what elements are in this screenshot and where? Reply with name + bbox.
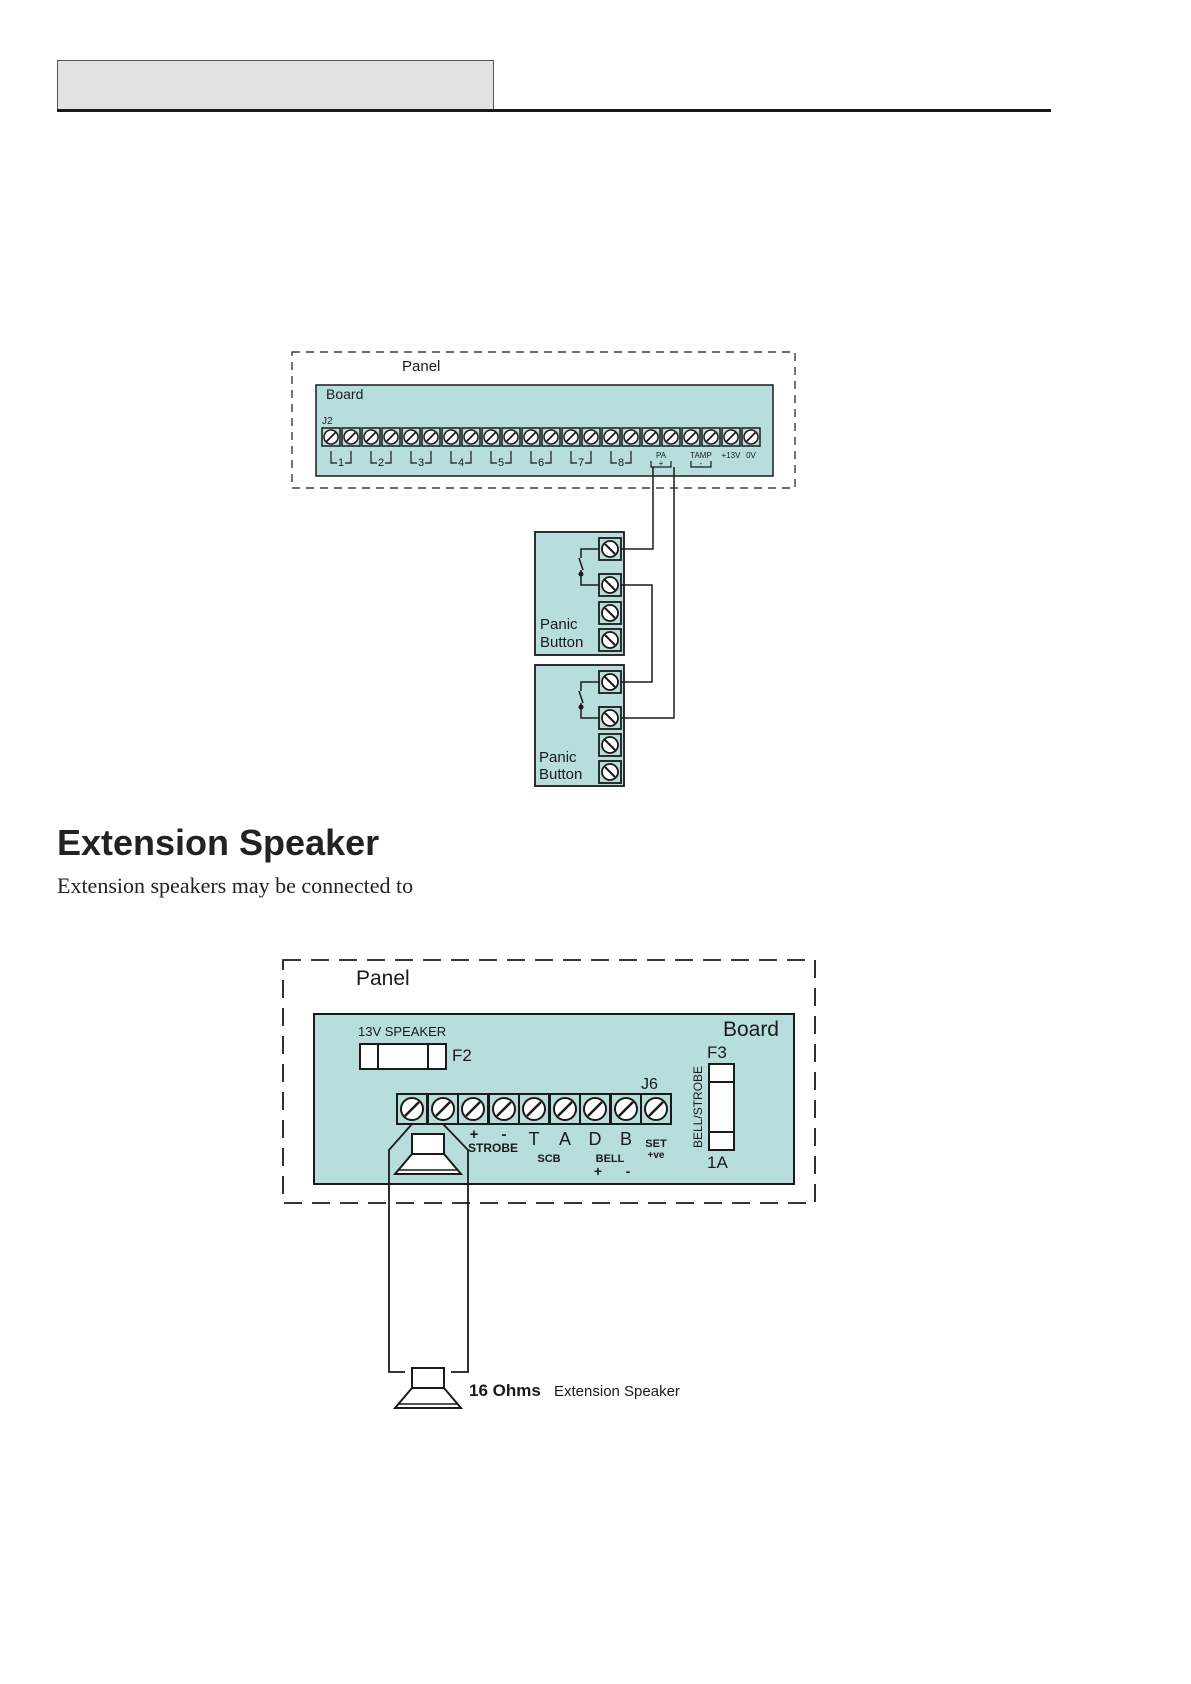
terminal-b: B: [620, 1129, 632, 1149]
ohms-label: 16 Ohms: [469, 1381, 541, 1400]
extension-speaker-label: Extension Speaker: [554, 1383, 680, 1400]
panic-button-label-1a: Panic: [540, 616, 578, 633]
strobe-label: STROBE: [468, 1141, 518, 1155]
terminal-d: D: [589, 1129, 602, 1149]
terminal-a: A: [559, 1129, 571, 1149]
fuse-f2: [360, 1044, 446, 1069]
j2-label: J2: [322, 416, 333, 427]
speaker-label: 13V SPEAKER: [358, 1024, 446, 1039]
fuse-f3-label: F3: [707, 1043, 727, 1062]
bell-strobe-label: BELL/STROBE: [691, 1066, 705, 1148]
set-ve-label: +ve: [648, 1150, 665, 1161]
panel-label-2: Panel: [356, 967, 410, 990]
zone-label-1: 1: [338, 457, 344, 469]
terminal-t: T: [529, 1129, 540, 1149]
j6-label: J6: [641, 1076, 658, 1093]
bell-plus: +: [594, 1163, 602, 1179]
board-label-1: Board: [326, 386, 363, 402]
0v-label: 0V: [746, 451, 756, 460]
fuse-rating: 1A: [707, 1153, 728, 1172]
panic-button-label-1b: Button: [540, 634, 583, 651]
bell-minus: -: [626, 1163, 631, 1179]
zone-label-7: 7: [578, 457, 584, 469]
zone-label-8: 8: [618, 457, 624, 469]
panic-button-label-2a: Panic: [539, 749, 577, 766]
zone-label-2: 2: [378, 457, 384, 469]
13v-label: +13V: [722, 451, 742, 460]
panel-label-1: Panel: [402, 358, 440, 375]
extension-speaker-icon: [395, 1368, 461, 1408]
panic-wiring: [621, 467, 674, 718]
scb-label: SCB: [537, 1153, 560, 1165]
zone-label-4: 4: [458, 457, 464, 469]
zone-label-3: 3: [418, 457, 424, 469]
set-label: SET: [645, 1138, 667, 1150]
j6-terminal-strip: [397, 1094, 671, 1124]
panic-button-label-2b: Button: [539, 766, 582, 783]
fuse-f3: [709, 1064, 734, 1150]
board-label-2: Board: [723, 1018, 779, 1041]
zone-label-6: 6: [538, 457, 544, 469]
tamp-sign: -: [700, 459, 703, 468]
fuse-f2-label: F2: [452, 1046, 472, 1065]
pa-sign: +: [659, 459, 664, 468]
zone-label-5: 5: [498, 457, 504, 469]
